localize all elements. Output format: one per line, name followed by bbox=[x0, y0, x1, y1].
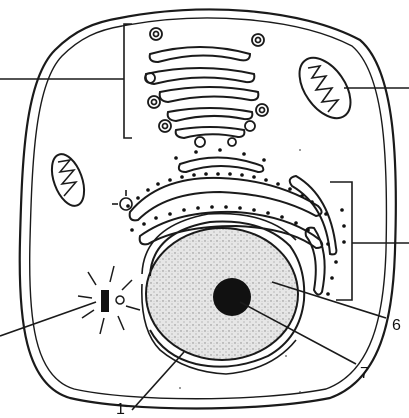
nuclear-envelope-number-label: 1 bbox=[116, 402, 125, 418]
centriole-bar bbox=[101, 290, 109, 312]
nucleus bbox=[142, 214, 304, 374]
nucleus-number-label: 6 bbox=[392, 318, 401, 334]
nucleolus-number-label: 7 bbox=[360, 366, 369, 382]
nucleolus bbox=[213, 278, 251, 316]
mitochondrion-left bbox=[46, 150, 91, 210]
er-bracket bbox=[330, 182, 409, 300]
centrosome-pointer-line bbox=[0, 302, 96, 336]
centrosome bbox=[78, 266, 140, 334]
nuclear-envelope-pointer-line bbox=[132, 352, 184, 410]
centriole-circle bbox=[116, 296, 124, 304]
